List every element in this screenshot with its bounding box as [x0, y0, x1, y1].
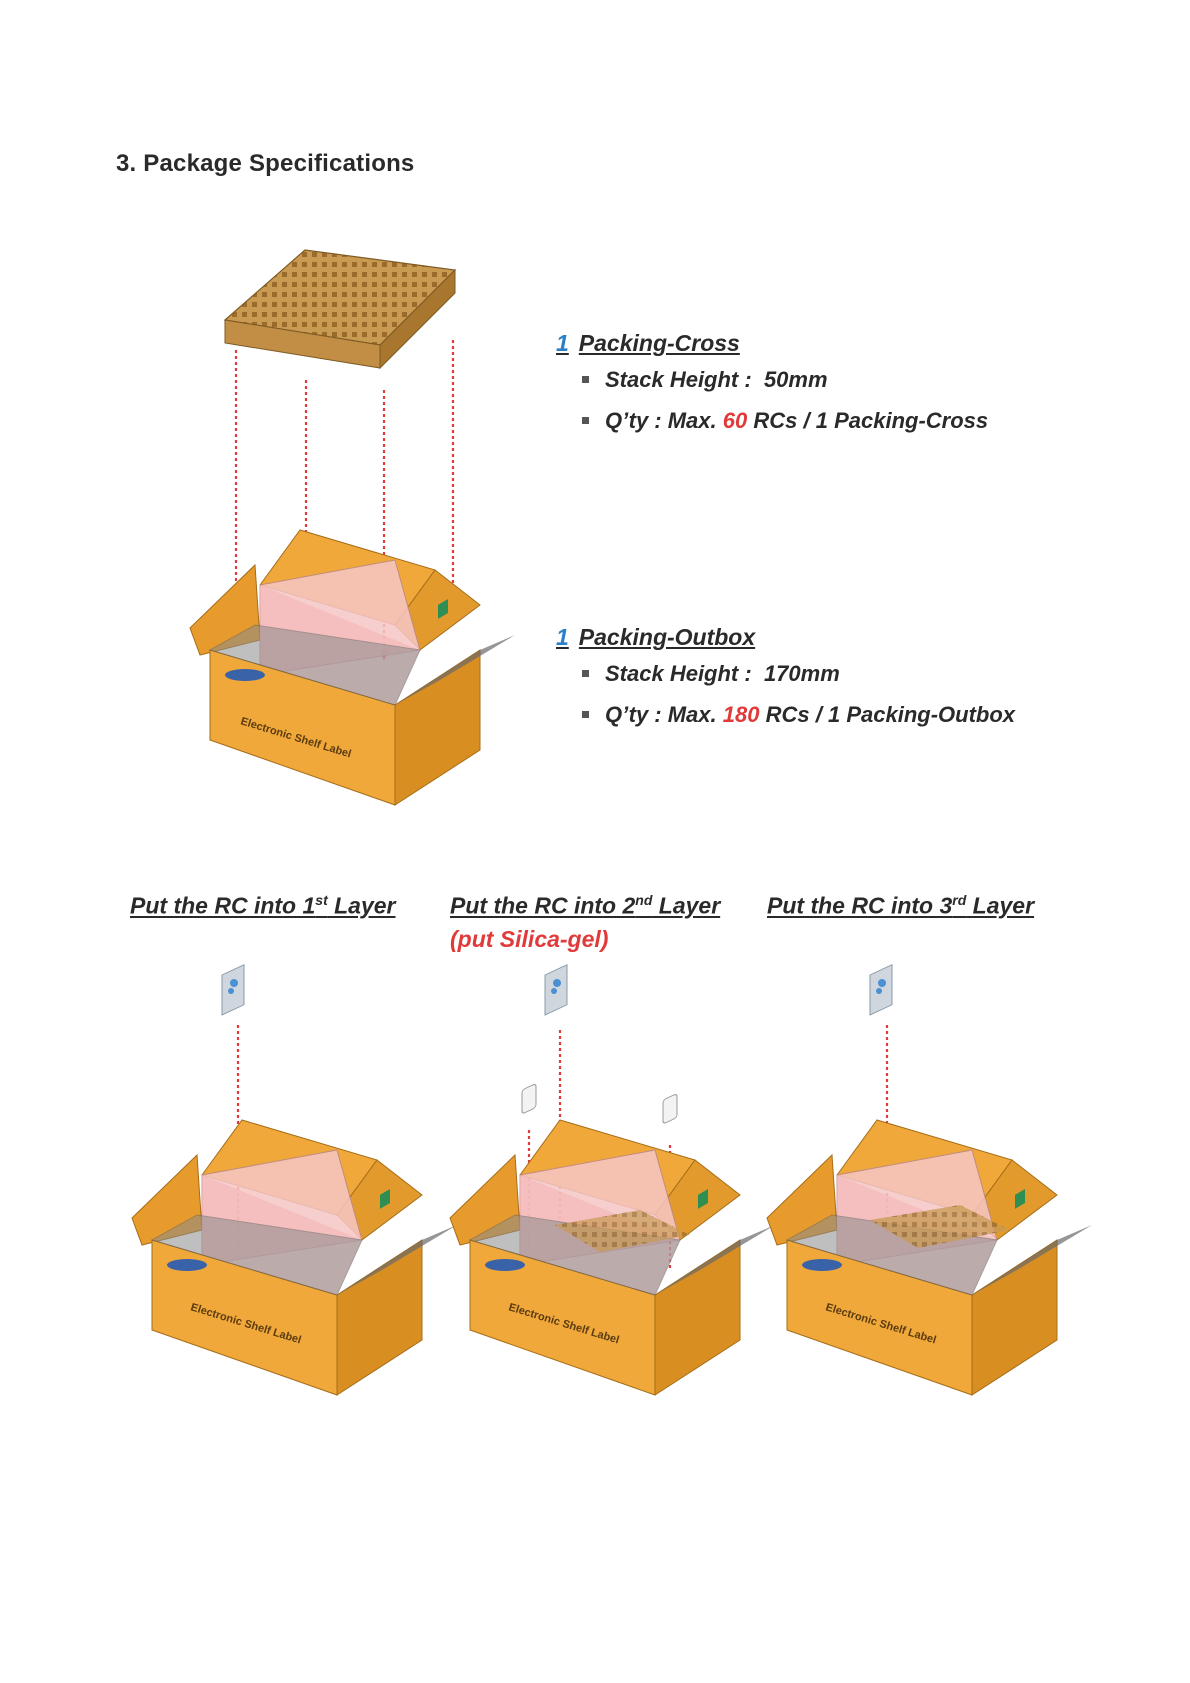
bullet-icon	[582, 375, 589, 383]
packing-cross-stack-height: Stack Height : 50mm	[582, 367, 828, 393]
silica-gel-pack-icon	[521, 1082, 537, 1115]
bullet-icon	[582, 416, 589, 424]
packing-cross-tray-image	[223, 249, 457, 370]
layer-3-caption: Put the RC into 3rd Layer	[767, 892, 1035, 919]
bullet-icon	[582, 669, 589, 677]
layer-1-caption: Put the RC into 1st Layer	[130, 892, 396, 919]
packing-outbox-number: 1	[556, 624, 569, 650]
layer-1-illustration: Electronic Shelf Label	[131, 964, 458, 1396]
packing-cross-heading: 1 Packing-Cross	[556, 330, 740, 357]
packing-cross-qty-number: 60	[722, 408, 748, 433]
section-title: 3. Package Specifications	[116, 150, 415, 177]
layer-2-illustration: Electronic Shelf Label	[449, 964, 776, 1396]
packing-cross-title: Packing-Cross	[578, 330, 740, 356]
layer-2-caption: Put the RC into 2nd Layer	[450, 892, 721, 919]
bullet-icon	[582, 710, 589, 718]
silica-gel-pack-icon	[662, 1092, 678, 1125]
packing-cross-qty: Q’ty : Max. 60 RCs / 1 Packing-Cross	[582, 408, 988, 434]
packing-outbox-title: Packing-Outbox	[578, 624, 756, 650]
packing-cross-number: 1	[556, 330, 569, 356]
layer-3-illustration: Electronic Shelf Label	[766, 964, 1093, 1396]
packing-outbox-qty: Q’ty : Max. 180 RCs / 1 Packing-Outbox	[582, 702, 1015, 728]
silica-gel-note: (put Silica-gel)	[450, 926, 609, 952]
packing-outbox-image	[189, 529, 516, 806]
packing-outbox-qty-number: 180	[722, 702, 760, 727]
packing-outbox-stack-height: Stack Height : 170mm	[582, 661, 840, 687]
packing-outbox-heading: 1 Packing-Outbox	[556, 624, 755, 651]
